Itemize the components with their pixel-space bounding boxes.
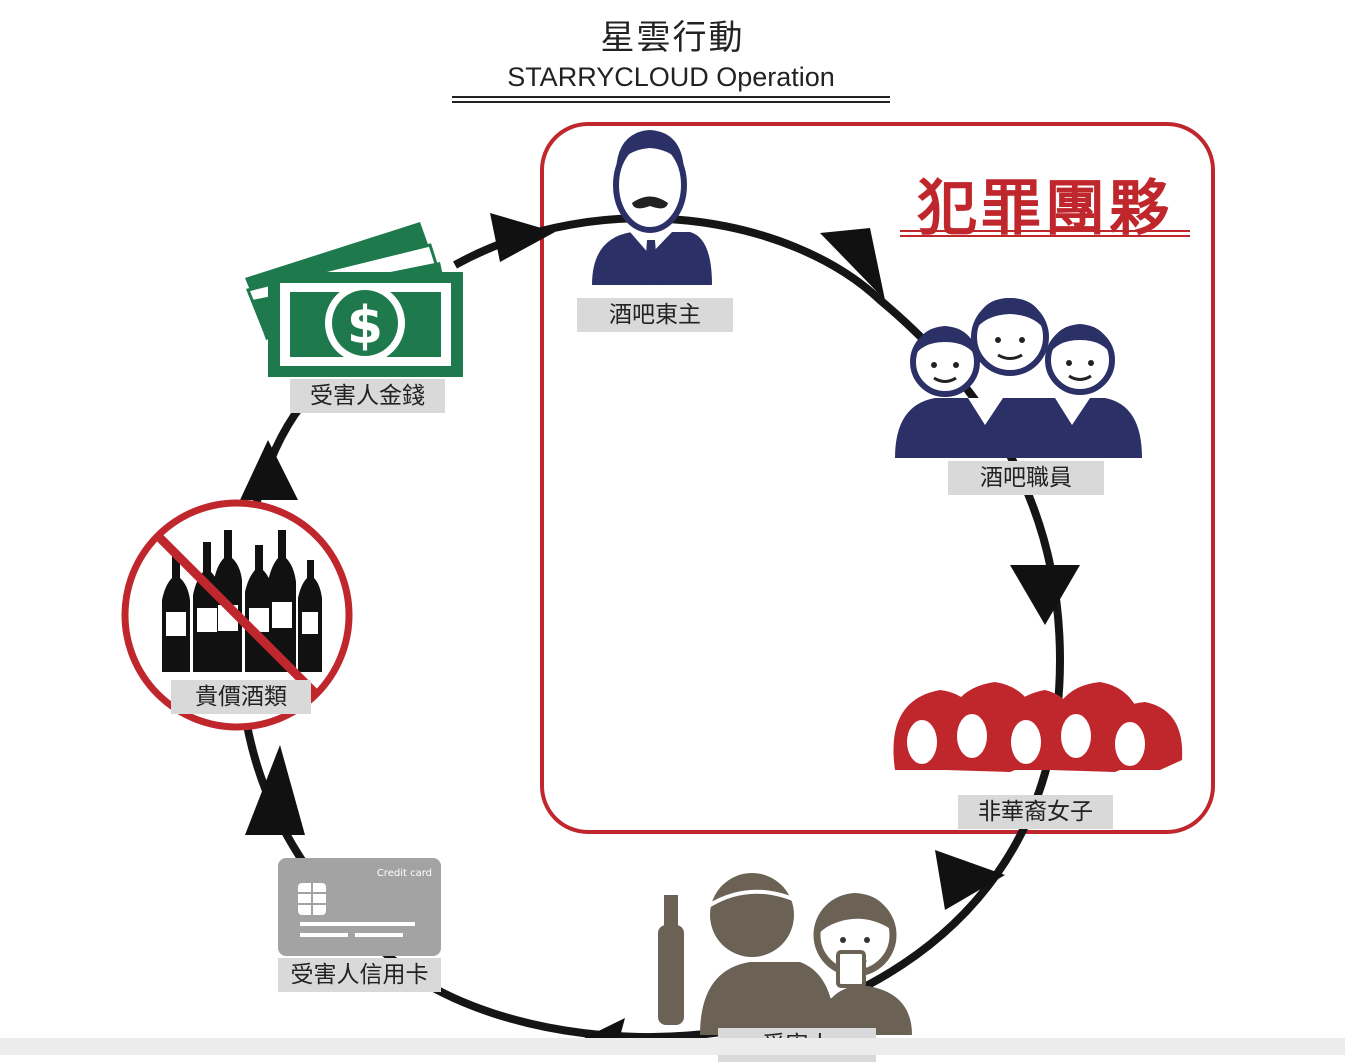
subtitle-rule-bottom <box>452 101 890 103</box>
arrow-to-boss <box>490 213 555 262</box>
credit-card-label: 受害人信用卡 <box>278 958 441 992</box>
group-title-rule-bottom <box>900 235 1190 237</box>
liquor-label: 貴價酒類 <box>171 680 311 714</box>
bar-owner-icon <box>592 130 712 285</box>
diagram-subtitle: STARRYCLOUD Operation <box>507 62 835 92</box>
arrow-to-liquor <box>245 745 305 835</box>
women-label: 非華裔女子 <box>958 795 1113 829</box>
arrow-to-women <box>1010 565 1080 625</box>
victim-icon <box>658 873 912 1035</box>
criminal-group-title: 犯罪團夥 <box>917 174 1173 244</box>
no-liquor-icon <box>121 499 353 731</box>
bottom-bar <box>0 1038 1345 1055</box>
bar-staff-icon <box>895 298 1142 458</box>
criminal-group-box <box>540 122 1215 834</box>
card-text: Credit card <box>377 868 432 879</box>
women-icon <box>893 682 1183 772</box>
svg-text:$: $ <box>347 296 383 356</box>
arrow-to-victim <box>935 850 1005 910</box>
money-icon: $ <box>245 222 463 377</box>
arrow-to-money <box>240 440 298 500</box>
subtitle-rule-top <box>452 96 890 98</box>
bar-staff-label: 酒吧職員 <box>948 461 1104 495</box>
group-title-rule-top <box>900 230 1190 232</box>
money-label: 受害人金錢 <box>290 379 445 413</box>
bar-owner-label: 酒吧東主 <box>577 298 733 332</box>
diagram-title: 星雲行動 <box>600 18 745 58</box>
credit-card-icon <box>278 858 441 956</box>
arrow-to-staff <box>820 228 885 300</box>
